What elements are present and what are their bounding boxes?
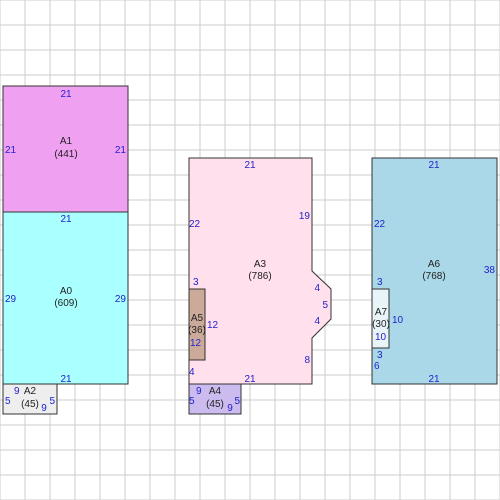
a6-bottom-dimension: 21 — [428, 374, 440, 385]
a3-left-above-a5-dimension: 3 — [193, 277, 199, 288]
a1-left-dimension: 21 — [5, 145, 17, 156]
a3-right-lower-dimension: 8 — [304, 355, 310, 366]
a0-right-dimension: 29 — [115, 294, 127, 305]
room-a6-name: A6 — [428, 259, 441, 270]
room-a3-name: A3 — [254, 259, 267, 270]
a3-left-upper-dimension: 22 — [189, 219, 201, 230]
room-a0-shape[interactable] — [2, 211, 129, 385]
room-a6-shape[interactable] — [371, 157, 498, 385]
a0-left-dimension: 29 — [5, 294, 17, 305]
room-a2-name: A2 — [24, 386, 37, 397]
a6-top-dimension: 21 — [428, 160, 440, 171]
room-a2-area: (45) — [21, 399, 39, 410]
room-a3-area: (786) — [248, 271, 271, 282]
a1-right-dimension: 21 — [115, 145, 127, 156]
a2-bottom-dimension: 9 — [41, 403, 47, 414]
room-a4-area: (45) — [206, 399, 224, 410]
a3-notch-top-dimension: 4 — [314, 283, 320, 294]
a3-right-upper-dimension: 19 — [299, 211, 311, 222]
room-a7-shape[interactable] — [371, 288, 390, 349]
room-a4-shape[interactable] — [188, 383, 242, 415]
a6-left-above-a7-dimension: 3 — [377, 277, 383, 288]
a4-left-dimension: 5 — [189, 396, 195, 407]
a2-right-dimension: 5 — [49, 396, 55, 407]
a0-top-dimension: 21 — [60, 214, 72, 225]
a2-top-dimension: 9 — [14, 386, 20, 397]
room-a0-name: A0 — [60, 286, 73, 297]
room-a5-shape[interactable] — [188, 288, 206, 361]
a5-right-dimension: 12 — [207, 320, 219, 331]
room-a1-area: (441) — [54, 149, 77, 160]
a1-top-dimension: 21 — [60, 89, 72, 100]
a0-bottom-dimension: 21 — [60, 374, 72, 385]
a6-left-upper-dimension: 22 — [374, 219, 386, 230]
a5-left-dimension: 12 — [190, 338, 202, 349]
a6-left-below-a7-dimension: 6 — [374, 361, 380, 372]
room-a2-shape[interactable] — [2, 383, 58, 415]
a3-bottom-dimension: 21 — [244, 374, 256, 385]
room-a7-name: A7 — [375, 307, 388, 318]
room-a5-name: A5 — [191, 313, 204, 324]
room-a1-name: A1 — [60, 136, 73, 147]
a7-left-dimension: 10 — [375, 332, 387, 343]
a2-left-dimension: 5 — [5, 396, 11, 407]
a3-left-below-a5-dimension: 4 — [189, 367, 195, 378]
a7-below-dimension: 3 — [377, 350, 383, 361]
a3-top-dimension: 21 — [244, 160, 256, 171]
a3-notch-bottom-dimension: 4 — [314, 316, 320, 327]
a4-top-dimension: 9 — [196, 386, 202, 397]
room-a0-area: (609) — [54, 298, 77, 309]
room-a1-shape[interactable] — [2, 85, 129, 213]
a4-bottom-dimension: 9 — [227, 403, 233, 414]
a3-notch-side-dimension: 5 — [322, 300, 328, 311]
a7-right-dimension: 10 — [392, 315, 404, 326]
room-a6-area: (768) — [422, 271, 445, 282]
a6-right-dimension: 38 — [484, 265, 496, 276]
room-a4-name: A4 — [209, 386, 222, 397]
a4-right-dimension: 5 — [234, 396, 240, 407]
room-a5-area: (36) — [188, 325, 206, 336]
room-a7-area: (30) — [372, 319, 390, 330]
